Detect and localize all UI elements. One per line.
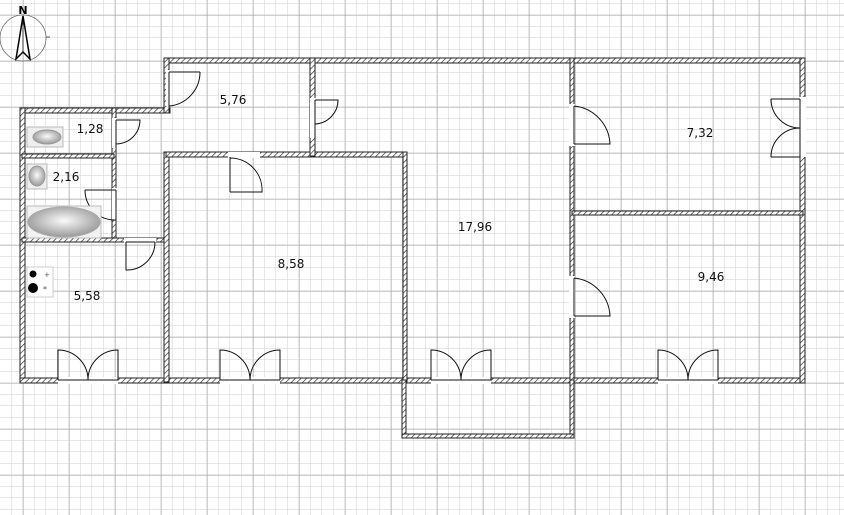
wall [21,153,115,159]
window [57,349,119,384]
toilet-icon [32,129,62,145]
wall [21,107,171,114]
room-area-room-a: 8,58 [277,257,305,271]
room-area-hall: 5,76 [219,93,247,107]
wall [165,151,407,158]
bathtub-icon [27,206,101,238]
wall [569,379,575,439]
wall [799,57,806,384]
compass-label: N [18,4,27,17]
door[interactable] [569,276,611,318]
room-area-toilet: 1,28 [76,122,104,136]
door[interactable] [228,152,263,193]
wall [401,433,575,439]
door[interactable] [166,70,201,107]
wall [571,210,804,216]
sink-icon [28,165,46,187]
wall [402,151,408,383]
door[interactable] [770,97,806,158]
wall [401,379,407,439]
room-area-kitchen: 5,58 [73,289,101,303]
window [219,349,281,384]
door[interactable] [310,98,339,138]
svg-text:*: * [43,285,47,294]
door[interactable] [124,238,156,271]
wall [19,107,26,384]
room-area-bathroom: 2,16 [52,170,80,184]
room-area-living-room: 17,96 [457,220,493,234]
door[interactable] [569,104,611,146]
room-area-room-b: 7,32 [686,126,714,140]
stove-burner-icon [29,270,37,278]
compass-north-icon: N [0,4,50,62]
window [657,349,719,384]
door[interactable] [112,118,141,148]
room-area-room-c: 9,46 [697,270,725,284]
stove-burner-icon [28,283,38,293]
wall [163,151,170,383]
window [430,349,492,384]
doors [84,70,806,318]
fixtures: + * [26,126,102,298]
wall [165,57,806,64]
svg-text:+: + [44,271,50,279]
